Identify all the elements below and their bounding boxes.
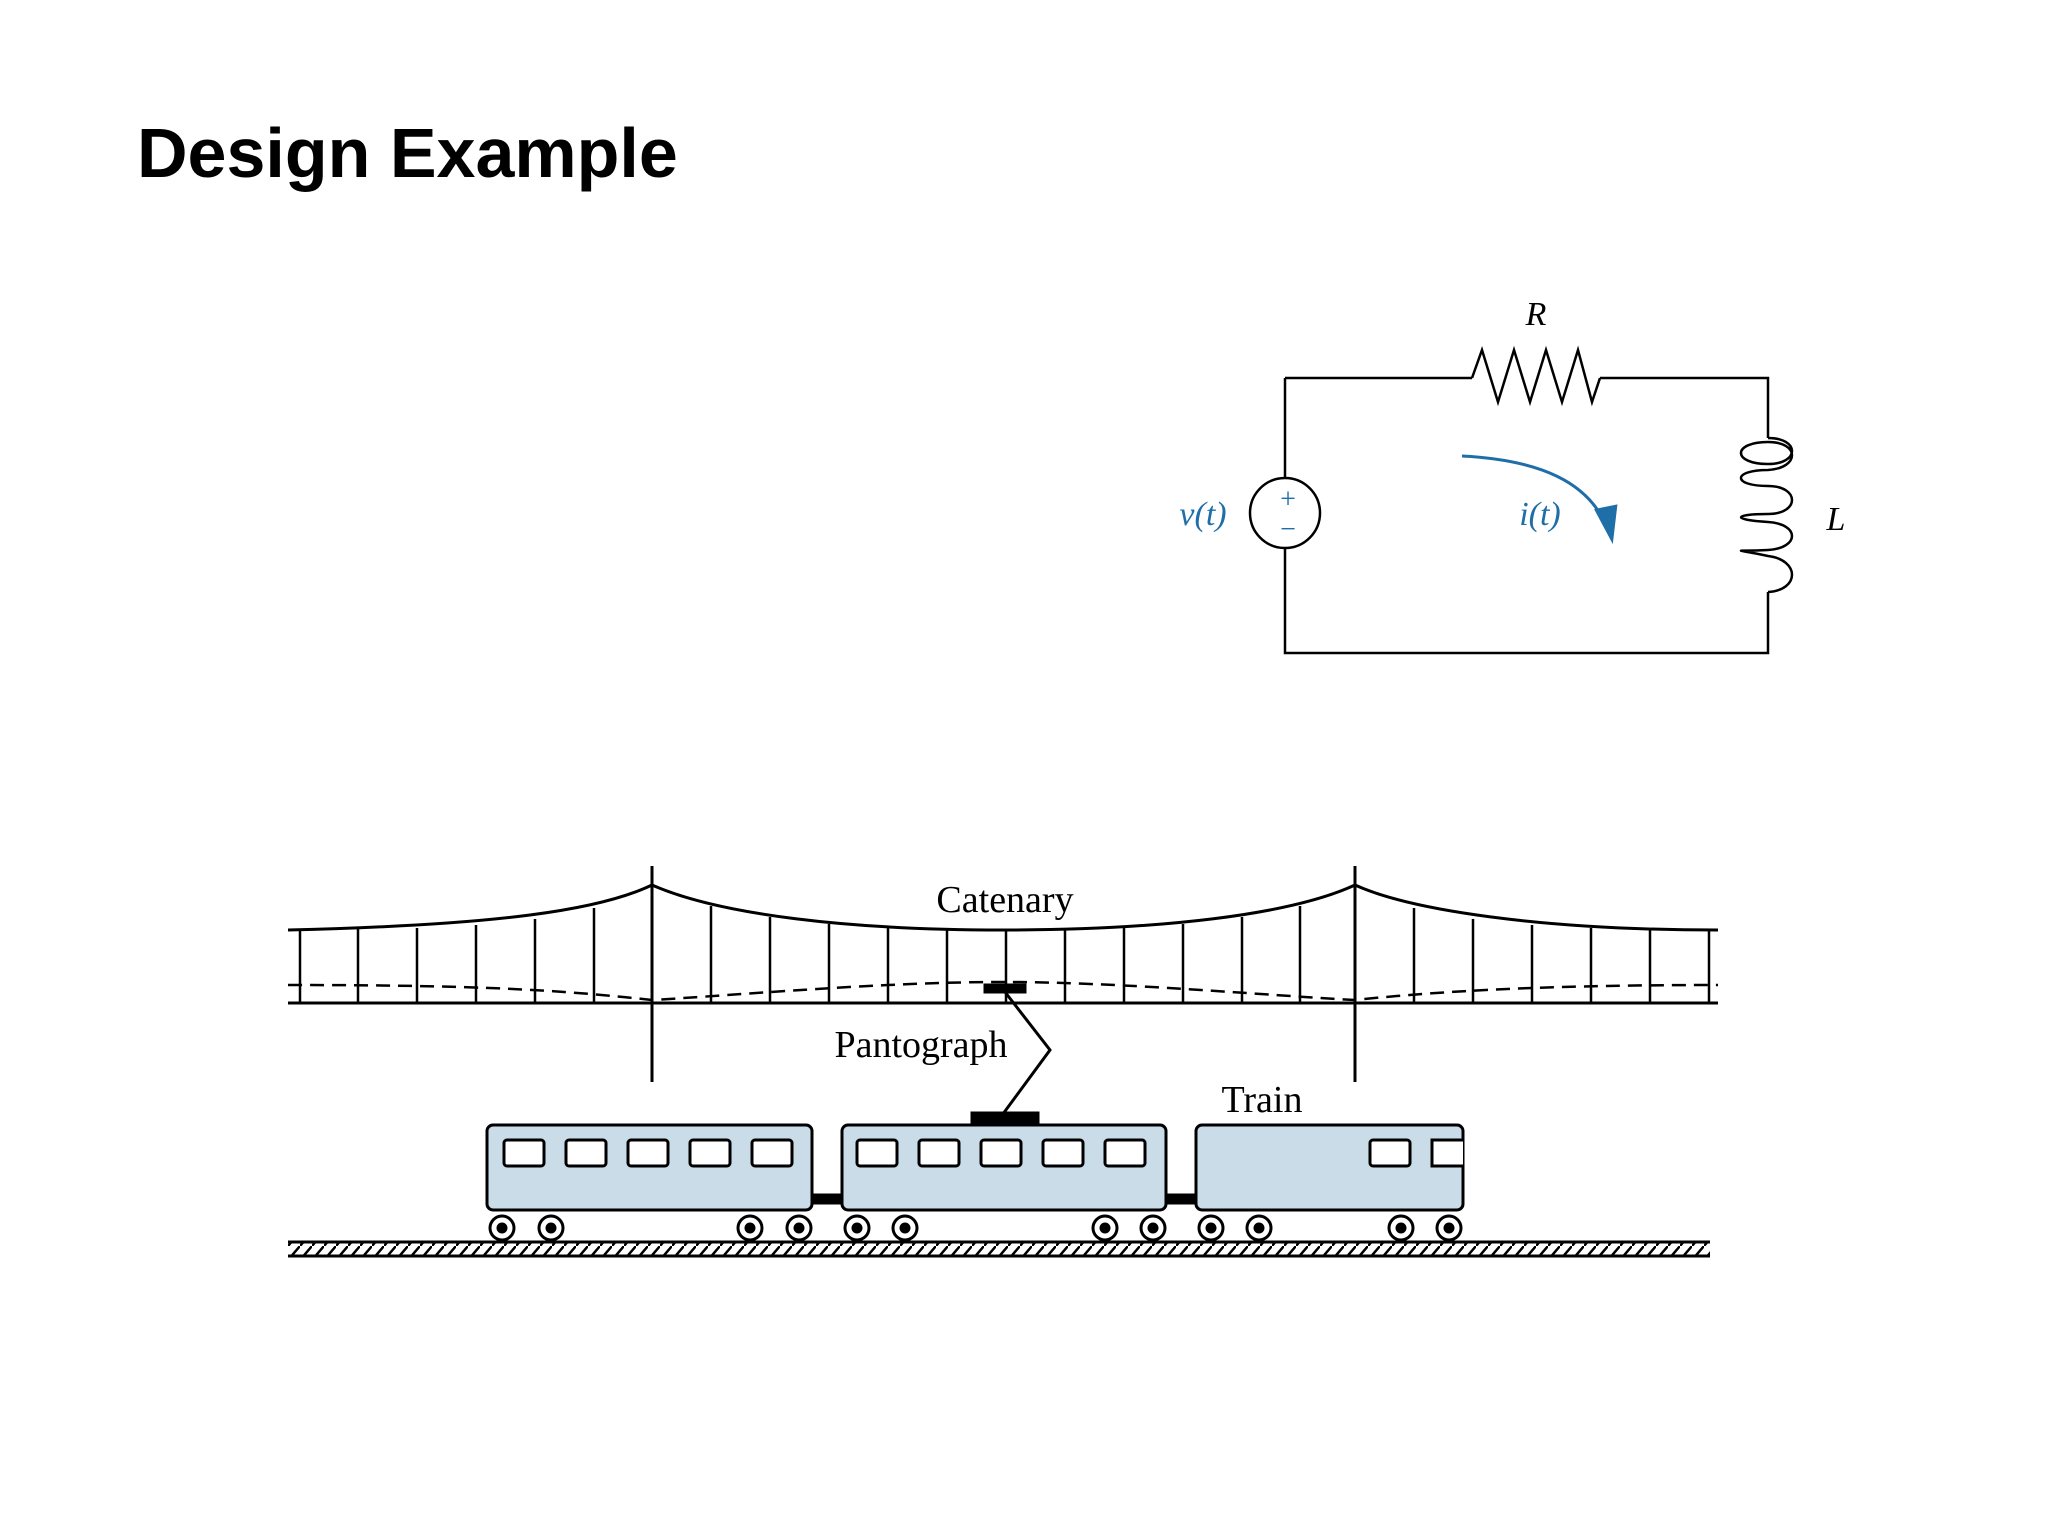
inductor-label: L — [1826, 501, 1846, 538]
train-label: Train — [1222, 1079, 1303, 1121]
current-label: i(t) — [1519, 496, 1561, 533]
catenary-messenger-cable — [287, 883, 1719, 932]
train-car-2 — [840, 1123, 1168, 1212]
current-arrowhead — [1594, 504, 1618, 545]
train-car-1 — [485, 1123, 814, 1212]
resistor-symbol — [1470, 345, 1602, 407]
voltage-source-minus: − — [1280, 514, 1296, 545]
rail-track — [288, 1240, 1710, 1258]
train — [485, 1123, 1465, 1242]
voltage-source-label: v(t) — [1179, 496, 1226, 533]
train-wheels — [488, 1214, 1463, 1242]
dashed-deflection-line — [287, 980, 1719, 1002]
voltage-source-plus: + — [1280, 484, 1296, 515]
coupler-1 — [810, 1193, 844, 1205]
rl-circuit-diagram — [1248, 345, 1794, 655]
slide-title: Design Example — [137, 114, 678, 192]
resistor-label: R — [1525, 296, 1547, 333]
catenary-label: Catenary — [936, 879, 1073, 921]
coupler-2 — [1164, 1193, 1198, 1205]
pantograph-base — [970, 1111, 1040, 1125]
train-car-3 — [1194, 1123, 1465, 1212]
circuit-top-wire-right — [1600, 376, 1770, 438]
pantograph-arm — [998, 991, 1052, 1119]
circuit-left-wire-bottom — [1283, 548, 1770, 655]
inductor-symbol — [1739, 436, 1794, 594]
catenary-system — [287, 866, 1719, 1082]
pantograph — [970, 983, 1052, 1125]
pantograph-contact-shoe — [983, 983, 1027, 994]
pantograph-label: Pantograph — [834, 1024, 1007, 1066]
